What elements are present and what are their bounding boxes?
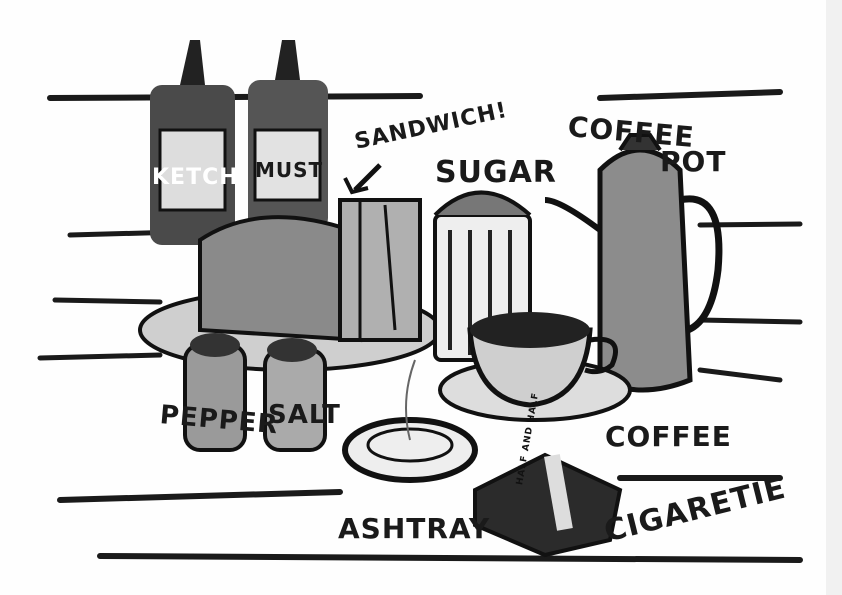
cigarette-pack	[473, 452, 623, 558]
coffee-cup	[438, 312, 632, 422]
horizon-stroke	[97, 553, 803, 563]
salt-shaker	[263, 338, 327, 452]
ashtray-label: ASHTRAY	[338, 512, 491, 545]
arrow-icon	[353, 163, 382, 192]
coffee-label: COFFEE	[605, 420, 732, 453]
mustard-label: MUST	[255, 158, 324, 182]
page-edge	[826, 0, 842, 595]
salt-label: SALT	[268, 400, 341, 430]
sugar-label: SUGAR	[435, 155, 557, 190]
coffee-pot-label-line2: POT	[660, 145, 727, 178]
ashtray	[342, 359, 478, 483]
mustard-bottle	[248, 40, 328, 230]
pepper-shaker	[183, 333, 247, 452]
horizon-stroke	[37, 352, 783, 383]
horizon-stroke	[52, 297, 803, 325]
horizon-stroke	[57, 475, 783, 503]
ketchup-bottle	[150, 40, 235, 245]
ketchup-label: KETCH	[152, 165, 239, 190]
